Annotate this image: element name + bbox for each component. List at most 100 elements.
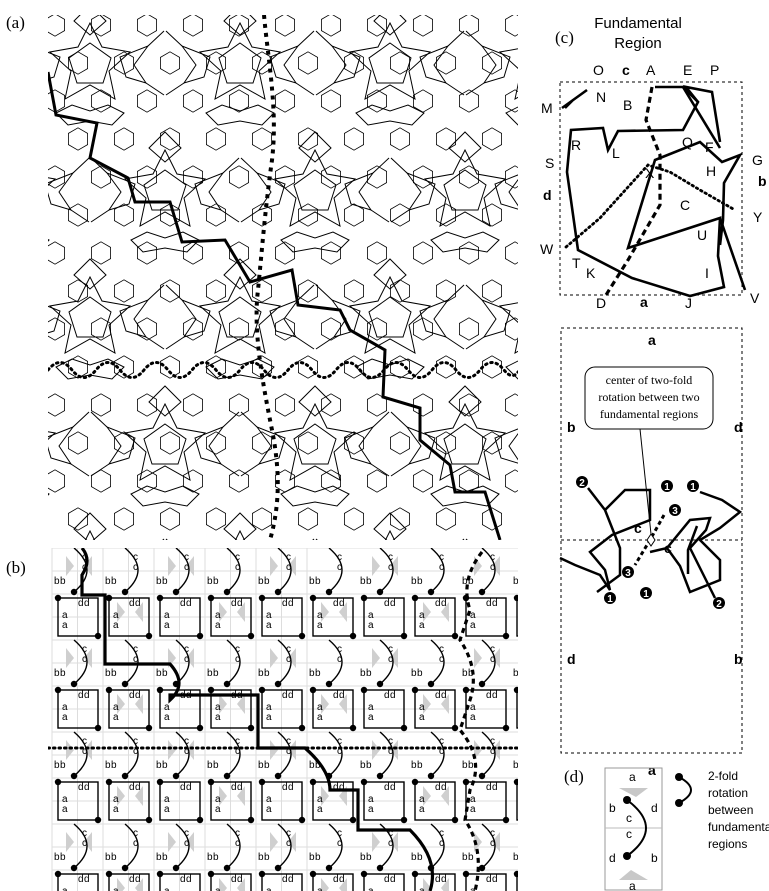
pattern-hex-motif [68,507,88,531]
pattern-star-motif [240,385,390,507]
pattern-hex-motif [528,52,547,74]
vertex-V: V [750,290,760,306]
svg-text:d: d [186,782,192,793]
svg-text:a: a [419,886,425,891]
svg-text:d: d [537,874,543,885]
two-fold-center-marker [646,533,656,547]
svg-text:c: c [541,552,546,563]
pattern-star-motif [465,15,518,126]
svg-text:b: b [162,576,168,587]
pattern-hex-motif [182,469,204,493]
svg-text:d: d [435,598,441,609]
pattern-hex-motif [320,317,342,341]
pattern-hex-motif [297,507,319,531]
vertex-T: T [572,255,581,271]
svg-text:c: c [235,746,240,757]
vertex-Y: Y [753,209,763,225]
pattern-hex-motif [435,507,457,531]
svg-text:c: c [286,746,291,757]
svg-text:c: c [337,828,342,839]
svg-text:a: a [164,794,170,805]
pattern-hex-motif [458,241,480,265]
svg-text:a: a [317,794,323,805]
svg-text:d: d [390,598,396,609]
svg-text:a: a [215,610,221,621]
vertex-C: C [680,197,690,213]
svg-text:d: d [288,598,294,609]
svg-text:b: b [258,576,264,587]
pattern-hex-motif [412,469,434,493]
svg-text:b: b [468,668,474,679]
svg-text:d: d [129,782,135,793]
svg-text:b: b [513,760,519,771]
svg-text:c: c [235,654,240,665]
svg-text:a: a [368,712,374,723]
svg-text:d: d [237,598,243,609]
pattern-hex-motif [412,241,434,265]
pattern-hex-motif [343,127,365,151]
svg-text:a: a [470,804,476,815]
svg-text:c: c [490,828,495,839]
marker-1-lower-a: 1 [640,587,652,600]
svg-text:2: 2 [579,478,585,489]
panel-a-dashed-path [254,15,280,540]
svg-text:c: c [235,838,240,849]
pattern-hex-motif [205,507,227,531]
pattern-star-motif [48,258,165,380]
svg-text:b: b [258,668,264,679]
svg-text:a: a [470,702,476,713]
svg-text:3: 3 [625,568,631,579]
legend-rotation-icon [678,776,692,804]
svg-text:a: a [368,702,374,713]
svg-text:a: a [266,886,272,891]
pattern-star-motif [90,385,240,507]
numbered-markers: 2 1 1 3 3 1 1 2 [576,476,725,610]
two-regions-upper-right-label: d [734,419,743,435]
svg-text:a: a [113,712,119,723]
svg-text:d: d [339,690,345,701]
svg-text:b: b [309,852,315,863]
svg-text:b: b [309,576,315,587]
svg-text:c: c [82,828,87,839]
svg-text:b: b [105,852,111,863]
svg-text:d: d [435,782,441,793]
svg-text:d: d [84,874,90,885]
panel-d-rotation-arc [626,799,647,857]
svg-text:d: d [492,782,498,793]
edge-top-label: c [622,62,630,78]
pattern-hex-motif [389,127,411,151]
svg-text:b: b [315,852,321,863]
pattern-hex-motif [136,165,158,189]
panel-c-two-regions: a a b d d b c c center of two-fold rotat… [559,327,743,778]
svg-text:d: d [537,598,543,609]
svg-text:c: c [490,552,495,563]
vertex-K: K [586,265,596,281]
svg-text:b: b [360,576,366,587]
pattern-hex-motif [366,469,388,493]
svg-text:b: b [513,576,519,587]
svg-text:d: d [333,690,339,701]
svg-text:c: c [541,828,546,839]
vertex-N: N [596,89,606,105]
svg-text:c: c [541,644,546,655]
svg-text:b: b [207,760,213,771]
svg-text:b: b [417,760,423,771]
svg-text:c: c [133,562,138,573]
svg-text:c: c [490,736,495,747]
pattern-hex-motif [91,241,111,265]
svg-text:b: b [519,760,525,771]
svg-text:c: c [286,644,291,655]
svg-text:b: b [411,852,417,863]
svg-text:d: d [543,782,549,793]
pattern-hex-motif [159,431,181,455]
marker-1-upper-b: 1 [687,480,699,493]
svg-text:c: c [541,562,546,573]
two-regions-lower-right-label: b [734,651,743,667]
svg-text:a: a [521,804,527,815]
svg-text:c: c [286,828,291,839]
pattern-hex-motif [274,89,296,113]
svg-text:d: d [339,598,345,609]
svg-text:d: d [441,690,447,701]
svg-text:c: c [82,654,87,665]
svg-text:d: d [537,782,543,793]
